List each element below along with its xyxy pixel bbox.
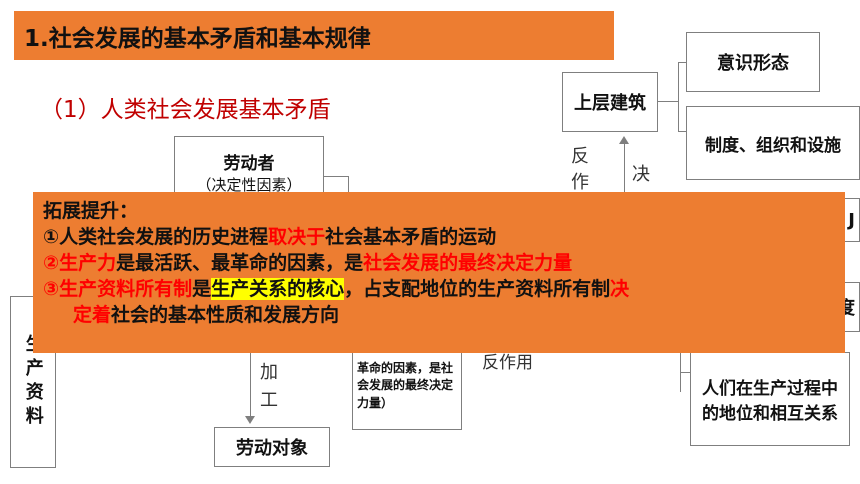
process-arrow-head: [245, 416, 255, 424]
connector-line: [658, 101, 678, 102]
title-bar: 1.社会发展的基本矛盾和基本规律: [14, 11, 614, 60]
labor-object-box: 劳动对象: [214, 427, 330, 467]
reaction-label: 反作用: [482, 353, 533, 373]
expansion-heading: 拓展提升：: [43, 200, 139, 222]
connector-line: [678, 62, 686, 63]
process-arrow-shaft: [250, 353, 251, 417]
relations-box: 人们在生产过程中的地位和相互关系: [690, 352, 850, 446]
ideology-box: 意识形态: [686, 32, 820, 92]
connector-line: [678, 62, 679, 132]
reaction-vertical-label: 反作: [571, 146, 589, 194]
superstructure-box: 上层建筑: [562, 72, 658, 132]
connector-line: [324, 176, 348, 177]
means-of-production-box: 生产资料: [10, 296, 56, 468]
expansion-point-3-continued: 定着社会的基本性质和发展方向: [73, 304, 340, 326]
decide-arrow-head: [619, 136, 629, 144]
laborer-box: 劳动者 （决定性因素）: [174, 136, 324, 196]
expansion-point-1: ①人类社会发展的历史进程取决于社会基本矛盾的运动: [43, 226, 497, 248]
expansion-point-3: ③生产资料所有制是生产关系的核心，占支配地位的生产资料所有制决: [43, 278, 630, 300]
decide-vertical-label: 决: [632, 164, 650, 185]
section-subtitle: （1）人类社会发展基本矛盾: [40, 97, 331, 123]
page-title: 1.社会发展的基本矛盾和基本规律: [24, 25, 371, 52]
productive-force-note-box: 革命的因素，是社会发展的最终决定力量）: [352, 342, 462, 430]
expansion-panel: 拓展提升： ①人类社会发展的历史进程取决于社会基本矛盾的运动 ②生产力是最活跃、…: [33, 192, 845, 353]
process-label: 加工: [257, 362, 279, 418]
decide-arrow-shaft: [624, 140, 625, 192]
connector-line: [678, 131, 686, 132]
expansion-point-2: ②生产力是最活跃、最革命的因素，是社会发展的最终决定力量: [43, 252, 573, 274]
connector-line: [348, 176, 349, 196]
institutions-box: 制度、组织和设施: [686, 106, 860, 180]
connector-line: [680, 372, 690, 373]
